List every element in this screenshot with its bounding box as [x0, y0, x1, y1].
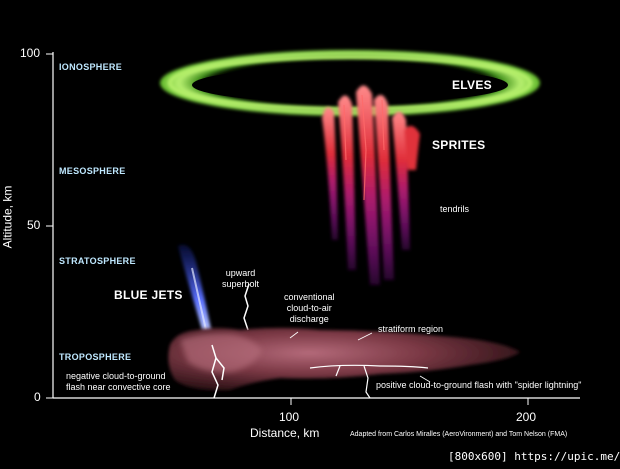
label-blue-jets: BLUE JETS	[114, 288, 183, 302]
upward-superbolt-line-2: superbolt	[222, 279, 260, 289]
conventional-discharge-line-1: conventional	[284, 292, 335, 302]
label-upward-superbolt: upward superbolt	[222, 268, 259, 290]
conventional-discharge-leader	[289, 331, 299, 339]
thunderstorm-cloud	[168, 328, 521, 391]
label-stratiform-region: stratiform region	[378, 324, 444, 334]
negative-flash-line-1: negative cloud-to-ground	[66, 371, 166, 381]
negative-cg-bolt	[211, 344, 225, 399]
upward-superbolt-line-1: upward	[225, 268, 256, 278]
label-elves: ELVES	[452, 78, 492, 92]
lightning-diagram	[46, 50, 580, 405]
conventional-discharge-line-2: cloud-to-air	[286, 303, 332, 313]
label-conventional-discharge: conventional cloud-to-air discharge	[284, 292, 335, 325]
axes	[46, 52, 580, 405]
positive-flash-leader	[419, 375, 431, 383]
x-tick-label-200: 200	[516, 410, 537, 424]
leader-lines	[289, 331, 431, 383]
x-axis-label: Distance, km	[250, 426, 320, 440]
stratiform-leader	[357, 332, 373, 341]
y-tick-label-50: 50	[27, 218, 41, 232]
blue-jet	[178, 244, 212, 336]
elves-ring	[160, 50, 540, 116]
layer-mesosphere: MESOSPHERE	[59, 166, 126, 176]
credit-line: Adapted from Carlos Miralles (AeroVironm…	[350, 431, 568, 438]
layer-stratosphere: STRATOSPHERE	[59, 256, 136, 266]
label-tendrils: tendrils	[440, 204, 470, 214]
watermark: [800x600] https://upic.me/	[448, 450, 620, 463]
positive-cg-bolt	[309, 364, 429, 399]
y-tick-label-100: 100	[20, 46, 41, 60]
upward-superbolt	[243, 283, 250, 331]
y-tick-label-0: 0	[34, 390, 41, 404]
label-positive-flash: positive cloud-to-ground flash with "spi…	[376, 380, 582, 390]
conventional-discharge-line-3: discharge	[289, 314, 329, 324]
y-axis-label: Altitude, km	[0, 185, 15, 249]
x-tick-label-100: 100	[279, 410, 300, 424]
layer-ionosphere: IONOSPHERE	[59, 62, 123, 72]
negative-flash-line-2: flash near convective core	[66, 382, 171, 392]
layer-troposphere: TROPOSPHERE	[59, 352, 132, 362]
label-negative-flash: negative cloud-to-ground flash near conv…	[66, 371, 171, 393]
sprites	[322, 85, 420, 285]
label-sprites: SPRITES	[432, 138, 486, 152]
